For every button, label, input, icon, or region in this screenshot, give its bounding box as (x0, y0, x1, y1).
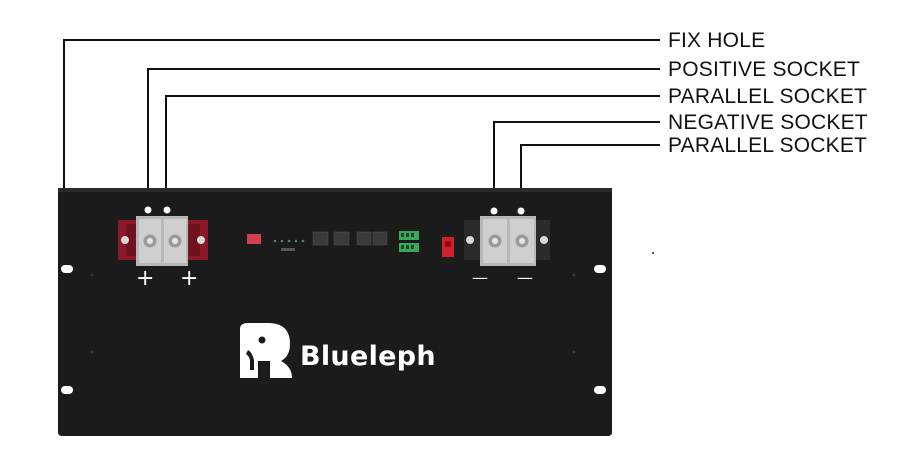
positive-mark-2: + (180, 268, 198, 290)
negative-socket-hole (491, 208, 498, 215)
fix-hole-left-bottom (61, 386, 73, 394)
negative-parallel-socket-hole (518, 208, 525, 215)
negative-mark-2: — (517, 270, 533, 286)
can-port-1 (357, 232, 371, 245)
negative-socket-label: NEGATIVE SOCKET (668, 112, 868, 133)
dip-switch (247, 234, 261, 244)
positive-socket-label: POSITIVE SOCKET (668, 59, 860, 80)
fix-hole-label: FIX HOLE (668, 30, 765, 51)
parallel-socket-label-1: PARALLEL SOCKET (668, 86, 867, 107)
leader-line-positive-socket (148, 69, 660, 208)
brand-name: Blueleph (300, 341, 436, 372)
background-dot (652, 252, 654, 254)
fix-hole-right-bottom (594, 386, 606, 394)
rs485-port (313, 232, 328, 245)
parallel-socket-label-2: PARALLEL SOCKET (668, 135, 867, 156)
fix-hole-left-top (61, 265, 73, 273)
negative-mark-1: — (472, 270, 488, 286)
rs232-port (334, 232, 349, 245)
positive-socket-hole (145, 207, 152, 214)
positive-mark-1: + (136, 268, 154, 290)
positive-parallel-socket-hole (164, 207, 171, 214)
fix-hole-right-top (594, 265, 606, 273)
can-port-2 (373, 232, 387, 245)
